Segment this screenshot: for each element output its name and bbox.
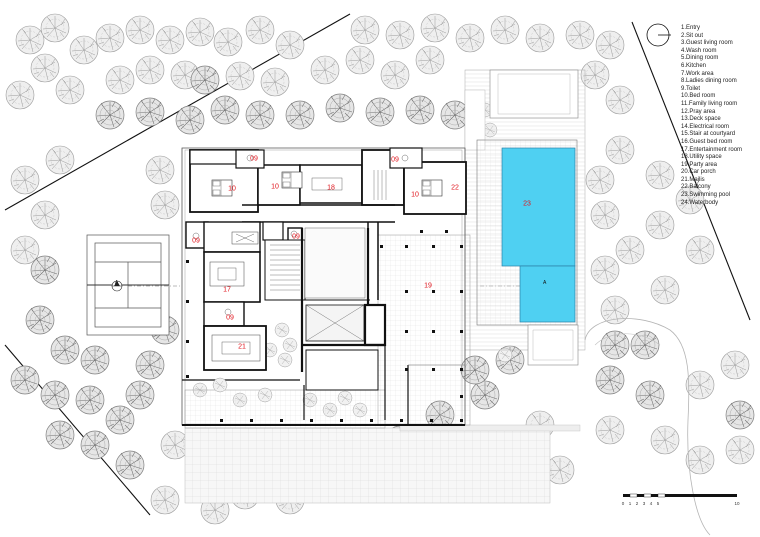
legend-item: 20.Car porch [681,169,716,176]
legend-item: 14.Electrical room [681,123,730,130]
scale-tick-5: 5 [656,501,660,506]
driveway [184,427,551,504]
legend-item: 15.Stair at courtyard [681,131,736,138]
room-label-toilet-e: 09 [226,314,234,322]
section-marker-left [111,280,123,292]
legend-item: 12.Pray area [681,108,716,115]
room-label-balcony: 22 [451,184,459,192]
legend-item: 6.Kitchen [681,62,707,69]
legend-item: 24.Waterbody [681,199,719,206]
party-area-floor [377,234,471,426]
room-label-party: 19 [424,282,432,290]
room-label-toilet-b: 09 [391,156,399,164]
swimming-pool [501,147,576,267]
waterbody [519,265,576,323]
legend-item: 3.Guest living room [681,40,733,47]
legend-item: 17.Entertainment room [681,146,743,153]
legend-item: 2.Sit out [681,32,704,39]
legend-item: 19.Party area [681,161,718,168]
room-label-toilet-a: 09 [250,155,258,163]
legend-item: 10.Bed room [681,93,716,100]
section-mark-right: A [543,280,547,286]
section-mark-left: A [115,280,119,286]
legend-item: 22.Balcony [681,184,711,191]
legend-item: 18.Utility space [681,154,722,161]
legend-item: 1.Entry [681,25,701,31]
scale-tick-0: 0 [621,501,625,506]
tennis-court [86,234,170,336]
room-label-bed-a: 10 [228,185,236,193]
scale-tick-4: 4 [649,501,653,506]
scale-bar [623,493,737,498]
room-label-entertainment: 17 [223,286,231,294]
scale-tick-2: 2 [635,501,639,506]
legend-item: 4.Wash room [681,47,717,54]
legend-item: 23.Swimming pool [681,192,731,199]
legend-item: 11.Family living room [681,100,738,107]
pool-area [464,69,586,366]
north-arrow-icon [646,23,671,47]
garden-path [584,318,711,536]
furniture [192,154,443,362]
room-label-pool: 23 [523,200,531,208]
legend-item: 16.Guest bed room [681,138,733,145]
room-label-bed-c: 10 [411,191,419,199]
room-label-toilet-c: 09 [192,237,200,245]
scale-tick-10: 10 [734,501,740,506]
legend-item: 21.Majlis [681,176,705,183]
room-label-toilet-d: 09 [292,233,300,241]
legend-item: 7.Work area [681,70,714,77]
house-walls [181,147,467,426]
legend-item: 9.Toilet [681,85,701,92]
legend-item: 13.Deck space [681,116,721,123]
room-label-utility: 18 [327,184,335,192]
room-label-majlis: 21 [238,343,246,351]
legend-item: 8.Ladies dining room [681,78,737,85]
room-label-bed-b: 10 [271,183,279,191]
legend-item: 5.Dining room [681,55,719,62]
scale-tick-3: 3 [642,501,646,506]
scale-tick-1: 1 [628,501,632,506]
